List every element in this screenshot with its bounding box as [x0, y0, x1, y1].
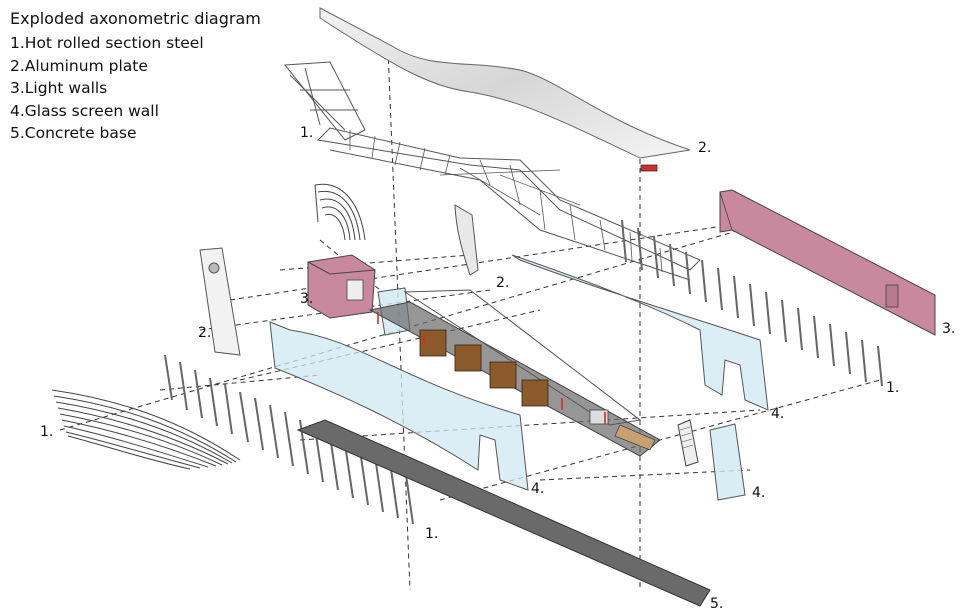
callout-alu-mid: 2. [496, 275, 509, 291]
interior-platform [368, 289, 661, 457]
callout-steel-right: 1. [886, 380, 899, 396]
aluminum-panel-left [199, 247, 241, 356]
steel-fins-left [164, 354, 414, 525]
roof-red-marker [640, 164, 658, 172]
callout-wall-left: 3. [300, 291, 313, 307]
callout-wall-right: 3. [942, 321, 955, 337]
legend-item-steel: 1.Hot rolled section steel [10, 34, 204, 53]
legend-item-aluminum: 2.Aluminum plate [10, 56, 148, 75]
callouts: 1. 1. 1. 1. 2. 2. 2. 3. 3. 4. 4. 4. 5. [40, 125, 955, 612]
light-wall-right [719, 189, 936, 336]
callout-alu-top: 2. [698, 140, 711, 156]
callout-glass-small: 4. [752, 485, 765, 501]
glass-wall-back [511, 254, 769, 411]
curved-louvers [314, 183, 366, 241]
steel-fins-right [621, 219, 883, 387]
callout-steel-left: 1. [40, 424, 53, 440]
legend-item-light-walls: 3.Light walls [10, 79, 108, 98]
light-wall-box [307, 254, 376, 319]
aluminum-panel-mid [454, 204, 479, 276]
steel-truss-frame [284, 61, 701, 281]
dashed-guides [59, 49, 881, 591]
red-markers [377, 312, 606, 424]
aluminum-piece-right [677, 419, 699, 467]
legend-title: Exploded axonometric diagram [10, 9, 261, 28]
glass-panel-small-right [709, 423, 746, 501]
legend: Exploded axonometric diagram 1.Hot rolle… [10, 8, 261, 144]
legend-item-glass: 4.Glass screen wall [10, 101, 159, 120]
callout-base: 5. [710, 596, 723, 612]
callout-steel-front: 1. [425, 526, 438, 542]
glass-wall-front [269, 321, 529, 491]
steel-louvers-horizontal [51, 389, 241, 470]
roof-aluminum-plate [319, 7, 691, 172]
callout-glass-front: 4. [531, 481, 544, 497]
legend-item-concrete: 5.Concrete base [10, 124, 137, 143]
concrete-base [296, 419, 711, 607]
callout-alu-left: 2. [198, 325, 211, 341]
callout-steel-top: 1. [300, 125, 313, 141]
callout-glass-back: 4. [771, 406, 784, 422]
